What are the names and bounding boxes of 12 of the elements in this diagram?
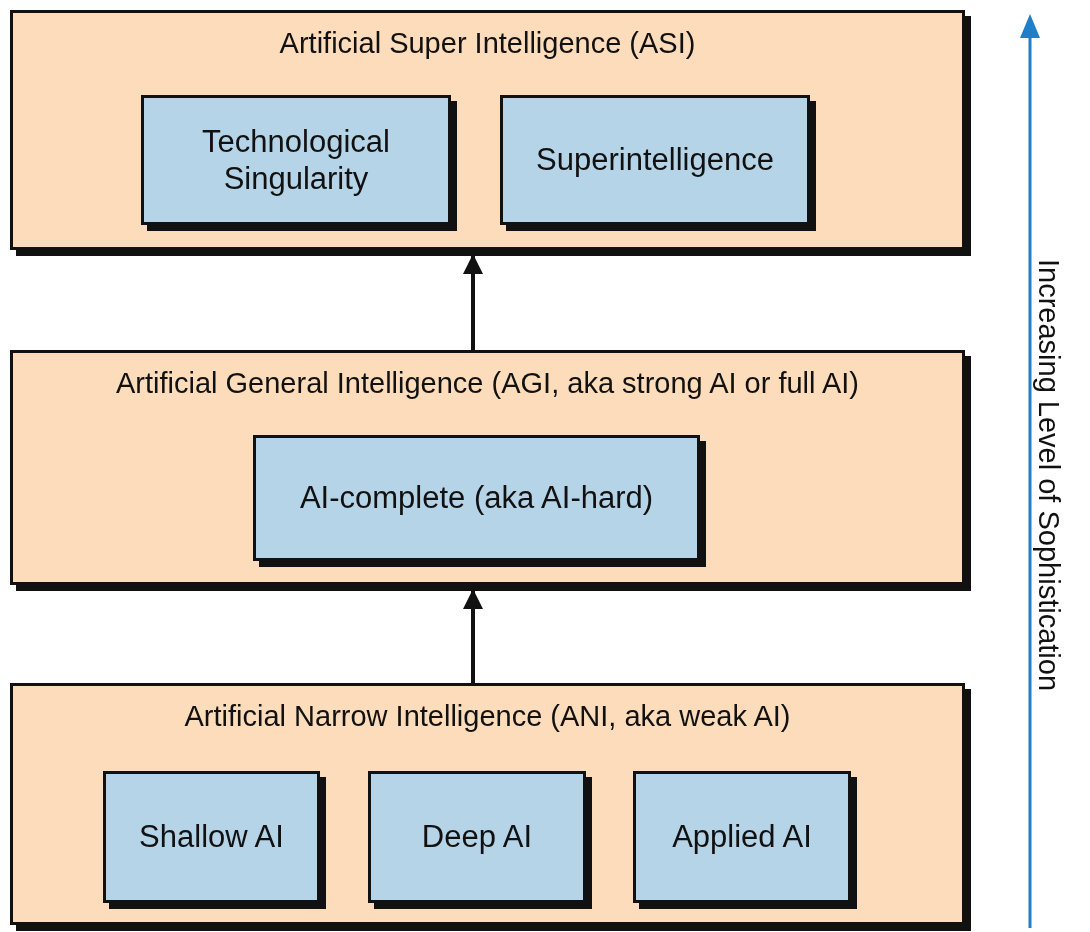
level-title: Artificial Narrow Intelligence (ANI, aka weak AI)	[183, 700, 792, 733]
concept-label: Shallow AI	[138, 818, 285, 856]
axis-label: Increasing Level of Sophistication	[1031, 259, 1065, 691]
level-title: Artificial Super Intelligence (ASI)	[278, 27, 697, 60]
concept-label: AI-complete (aka AI-hard)	[298, 479, 655, 517]
arrow	[463, 254, 483, 350]
concept-label: Applied AI	[671, 818, 813, 856]
concept-label: Superintelligence	[535, 141, 775, 179]
level-title: Artificial General Intelligence (AGI, aka strong AI or full AI)	[114, 367, 861, 400]
arrow	[463, 589, 483, 683]
concept-label: Technological Singularity	[201, 122, 391, 198]
concept-label: Deep AI	[420, 818, 534, 856]
